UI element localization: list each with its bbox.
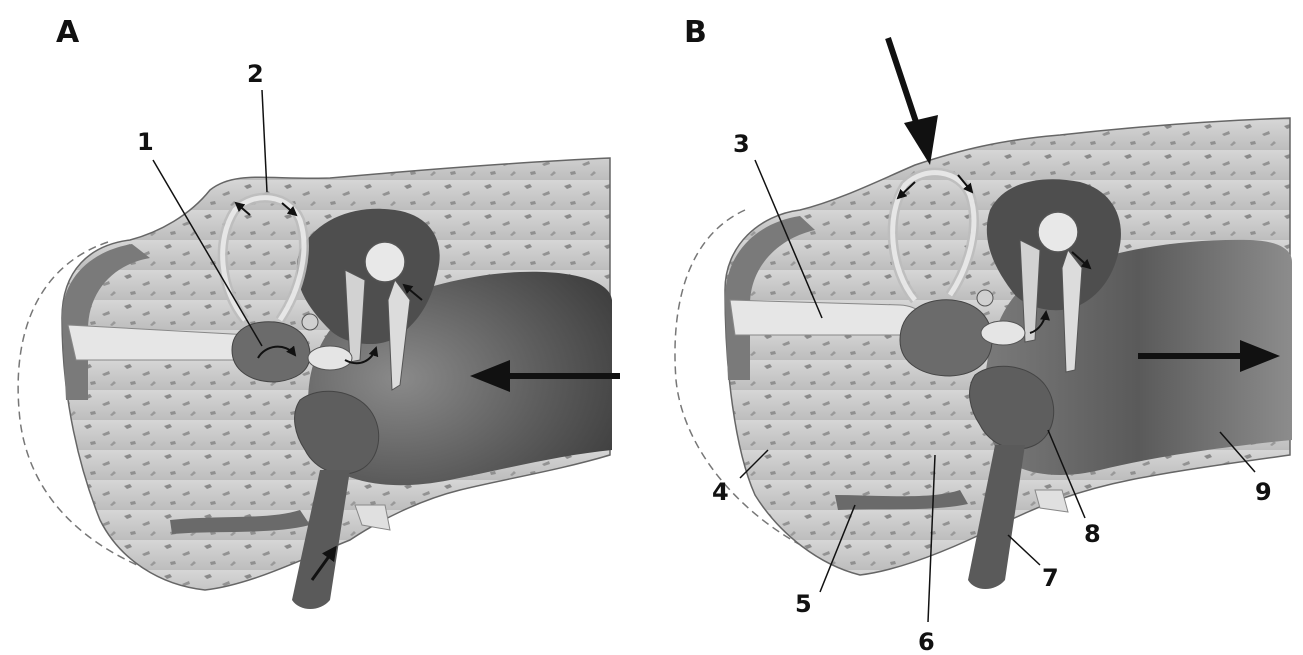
panel-a: A 1 2 (18, 15, 620, 609)
light-plate-b (730, 300, 930, 335)
tube-light-b (1035, 490, 1068, 512)
small-round-a (302, 314, 318, 330)
ossicle-head-b (1038, 212, 1078, 252)
panel-label-b: B (684, 15, 707, 50)
leader-line-7 (1008, 535, 1040, 565)
panel-label-a: A (56, 15, 80, 50)
callout-6: 6 (918, 628, 935, 655)
callout-2: 2 (247, 60, 264, 88)
small-round-b (977, 290, 993, 306)
vestibule-a (232, 322, 310, 382)
callout-7: 7 (1042, 564, 1059, 592)
panel-b: B 3 4 5 6 7 8 9 (675, 15, 1292, 655)
ossicle-head-a (365, 242, 405, 282)
callout-8: 8 (1084, 520, 1101, 548)
callout-9: 9 (1255, 478, 1272, 506)
callout-1: 1 (137, 128, 154, 156)
callout-5: 5 (795, 590, 812, 618)
stapes-b (981, 321, 1025, 345)
arrow-icon-down (888, 38, 938, 165)
vestibule-b (900, 300, 992, 376)
stapes-a (308, 346, 352, 370)
callout-3: 3 (733, 130, 750, 158)
callout-4: 4 (712, 478, 729, 506)
